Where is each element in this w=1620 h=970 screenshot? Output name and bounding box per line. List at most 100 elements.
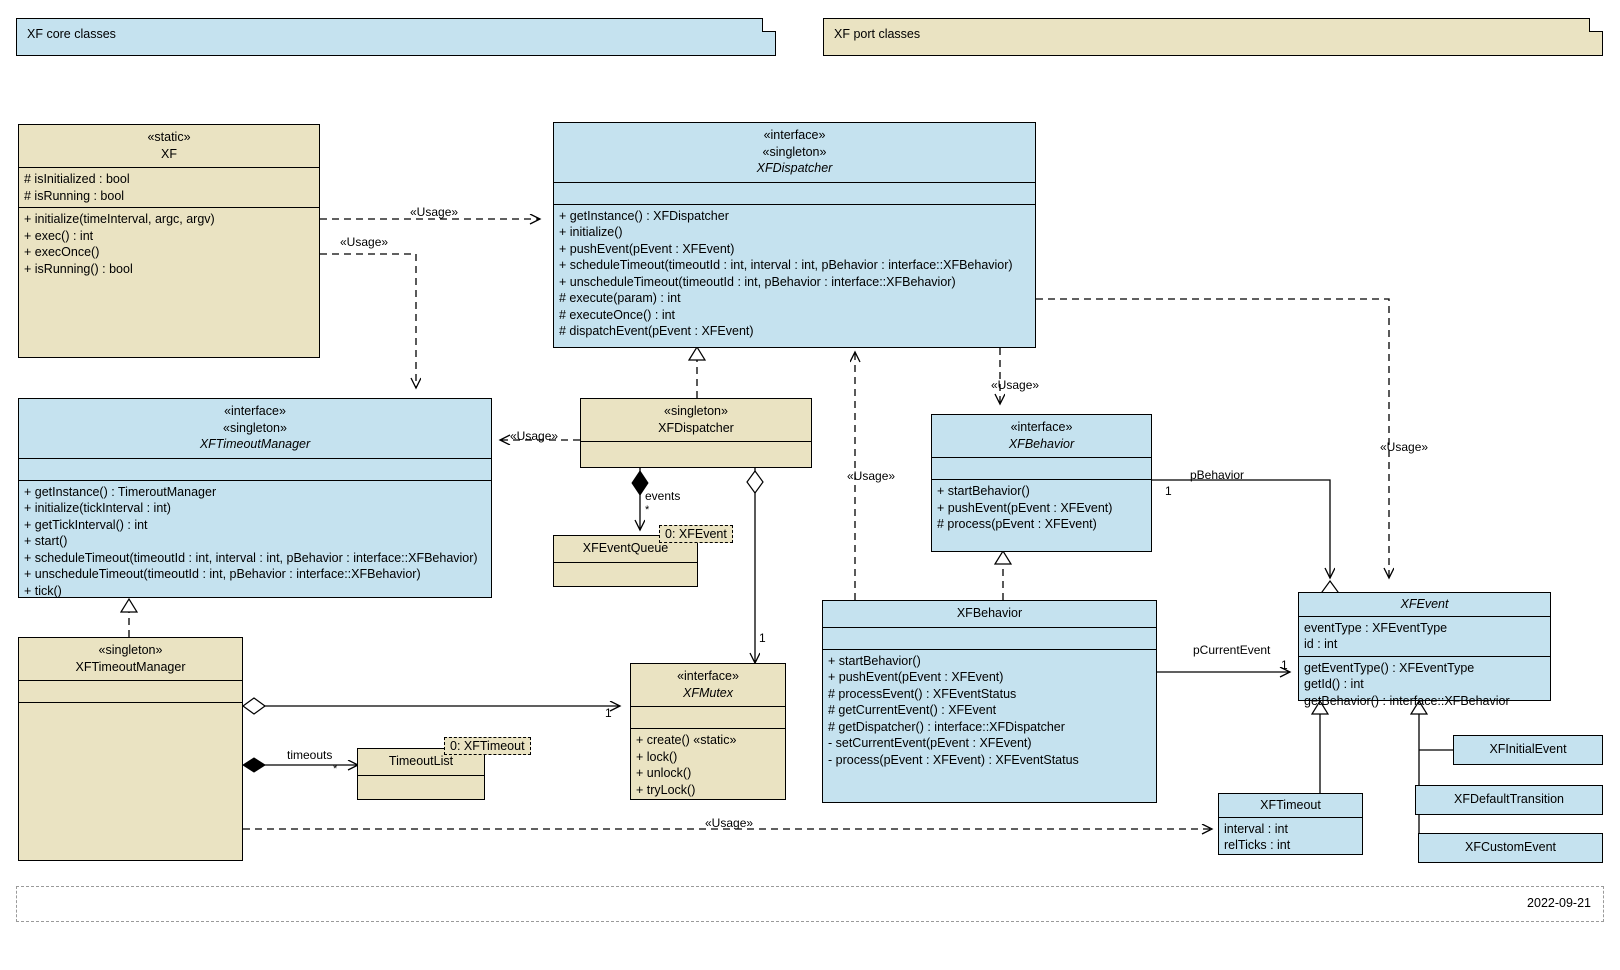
class-xfcustomevent-name: XFCustomEvent	[1464, 840, 1556, 854]
class-xfevent-name: XFEvent	[1400, 597, 1449, 611]
class-xftimeoutmanager-impl-attributes	[19, 681, 242, 703]
operation-row: - setCurrentEvent(pEvent : XFEvent)	[828, 736, 1032, 750]
operation-row: + unscheduleTimeout(timeoutId : int, pBe…	[24, 567, 421, 581]
operation-row: + pushEvent(pEvent : XFEvent)	[937, 500, 1113, 515]
attribute-row: # isRunning : bool	[24, 188, 125, 203]
edge-label-pcurrentevent-multiplicity: 1	[1281, 658, 1288, 672]
class-xfbehavior-interface-attributes	[932, 458, 1151, 480]
class-xf-operations: + initialize(timeInterval, argc, argv) +…	[19, 208, 319, 280]
class-xf[interactable]: «static» XF # isInitialized : bool # isR…	[18, 124, 320, 358]
operation-row: + startBehavior()	[937, 484, 1030, 498]
attribute-row: interval : int	[1224, 821, 1288, 836]
class-xfdispatcher-interface[interactable]: «interface» «singleton» XFDispatcher + g…	[553, 122, 1036, 348]
edge-label-events-multiplicity: *	[645, 504, 650, 516]
class-xftimeoutmanager-interface-attributes	[19, 459, 491, 481]
operation-row: + unlock()	[636, 766, 692, 780]
class-xfinitialevent-header: XFInitialEvent	[1454, 736, 1602, 763]
stereotype-interface: «interface»	[677, 669, 739, 683]
class-xfmutex-operations: + create() «static» + lock() + unlock() …	[631, 729, 785, 801]
class-xfevent[interactable]: XFEvent eventType : XFEventType id : int…	[1298, 592, 1551, 708]
operation-row: # process(pEvent : XFEvent)	[937, 517, 1097, 531]
class-xfdefaulttransition[interactable]: XFDefaultTransition	[1415, 785, 1603, 815]
class-xfinitialevent[interactable]: XFInitialEvent	[1453, 735, 1603, 765]
operation-row: + lock()	[636, 749, 678, 764]
operation-row: + getInstance() : TimeroutManager	[24, 484, 217, 499]
operation-row: + execOnce()	[24, 245, 100, 259]
stereotype-interface: «interface»	[1010, 420, 1073, 434]
stereotype-singleton: «singleton»	[762, 144, 827, 159]
class-xfevent-header: XFEvent	[1299, 593, 1550, 617]
class-xfinitialevent-name: XFInitialEvent	[1489, 742, 1567, 756]
class-xfdispatcher-impl-name: XFDispatcher	[658, 420, 734, 435]
class-xfevent-attributes: eventType : XFEventType id : int	[1299, 617, 1550, 657]
class-xfbehavior-interface-operations: + startBehavior() + pushEvent(pEvent : X…	[932, 480, 1151, 536]
class-xftimeout[interactable]: XFTimeout interval : int relTicks : int	[1218, 793, 1363, 855]
stereotype-singleton: «singleton»	[664, 404, 728, 418]
class-xf-header: «static» XF	[19, 125, 319, 168]
operation-row: + startBehavior()	[828, 653, 921, 668]
template-param-timeoutlist: 0: XFTimeout	[444, 737, 531, 755]
operation-row: + pushEvent(pEvent : XFEvent)	[828, 670, 1004, 684]
class-xfbehavior-interface[interactable]: «interface» XFBehavior + startBehavior()…	[931, 414, 1152, 552]
operation-row: getBehavior() : interface::XFBehavior	[1304, 693, 1510, 708]
class-xfmutex-attributes	[631, 707, 785, 729]
operation-row: + exec() : int	[24, 228, 94, 243]
edge-label-pbehavior-role: pBehavior	[1190, 468, 1245, 482]
attribute-row: relTicks : int	[1224, 838, 1291, 852]
operation-row: getId() : int	[1304, 677, 1364, 691]
class-xftimeoutmanager-interface-header: «interface» «singleton» XFTimeoutManager	[19, 399, 491, 459]
class-xfmutex-name: XFMutex	[682, 685, 733, 700]
operation-row: + tick()	[24, 583, 62, 598]
class-xfcustomevent-header: XFCustomEvent	[1419, 834, 1602, 861]
class-xfbehavior-impl-name: XFBehavior	[956, 606, 1023, 620]
operation-row: + unscheduleTimeout(timeoutId : int, pBe…	[559, 274, 956, 289]
attribute-row: eventType : XFEventType	[1304, 620, 1448, 635]
class-xfbehavior-interface-name: XFBehavior	[1008, 436, 1075, 451]
operation-row: # execute(param) : int	[559, 291, 681, 305]
attribute-row: # isInitialized : bool	[24, 172, 130, 186]
edge-label-pbehavior-multiplicity: 1	[1165, 484, 1172, 498]
class-xfmutex[interactable]: «interface» XFMutex + create() «static» …	[630, 663, 786, 800]
class-xftimeoutmanager-impl[interactable]: «singleton» XFTimeoutManager	[18, 637, 243, 861]
class-xftimeoutmanager-interface[interactable]: «interface» «singleton» XFTimeoutManager…	[18, 398, 492, 598]
note-port-label: XF port classes	[834, 27, 921, 41]
class-xfdispatcher-interface-name: XFDispatcher	[756, 161, 833, 175]
class-timeoutlist[interactable]: TimeoutList	[357, 748, 485, 800]
class-xftimeoutmanager-impl-name: XFTimeoutManager	[75, 659, 186, 674]
class-timeoutlist-header: TimeoutList	[358, 749, 484, 776]
operation-row: + scheduleTimeout(timeoutId : int, inter…	[24, 550, 478, 565]
edge-label-pcurrentevent-role: pCurrentEvent	[1193, 643, 1271, 657]
stereotype-singleton: «singleton»	[98, 643, 163, 657]
operation-row: # getDispatcher() : interface::XFDispatc…	[828, 719, 1065, 734]
edge-label-usage-dispatcher-event: «Usage»	[1380, 440, 1429, 454]
template-param-xfeventqueue: 0: XFEvent	[659, 525, 733, 543]
operation-row: - process(pEvent : XFEvent) : XFEventSta…	[828, 752, 1079, 767]
class-xfbehavior-impl-attributes	[823, 628, 1156, 650]
edge-label-usage-dispatcher-behavior: «Usage»	[991, 378, 1040, 392]
class-xfcustomevent[interactable]: XFCustomEvent	[1418, 833, 1603, 863]
edge-label-timeouts-multiplicity: *	[333, 763, 338, 775]
operation-row: getEventType() : XFEventType	[1304, 660, 1475, 675]
class-xfdefaulttransition-name: XFDefaultTransition	[1454, 792, 1564, 806]
operation-row: + getInstance() : XFDispatcher	[559, 208, 729, 223]
note-fold-corner-icon	[1589, 18, 1603, 32]
edge-label-timeouts-role: timeouts	[287, 748, 333, 762]
class-xftimeoutmanager-impl-header: «singleton» XFTimeoutManager	[19, 638, 242, 681]
class-xf-stereotype: «static»	[147, 130, 191, 144]
class-xftimeout-attributes: interval : int relTicks : int	[1219, 818, 1362, 857]
class-xfmutex-header: «interface» XFMutex	[631, 664, 785, 707]
operation-row: + pushEvent(pEvent : XFEvent)	[559, 241, 735, 256]
class-timeoutlist-attributes	[358, 776, 484, 798]
class-xfeventqueue-name: XFEventQueue	[582, 541, 669, 555]
operation-row: # getCurrentEvent() : XFEvent	[828, 703, 997, 717]
class-xfeventqueue[interactable]: XFEventQueue	[553, 535, 698, 587]
note-xf-core-classes: XF core classes	[16, 18, 776, 56]
class-xfeventqueue-attributes	[554, 563, 697, 585]
class-xfbehavior-impl[interactable]: XFBehavior + startBehavior() + pushEvent…	[822, 600, 1157, 803]
class-xftimeoutmanager-interface-name: XFTimeoutManager	[199, 437, 311, 451]
operation-row: + scheduleTimeout(timeoutId : int, inter…	[559, 258, 1013, 272]
class-timeoutlist-name: TimeoutList	[388, 754, 454, 768]
class-xfdispatcher-impl[interactable]: «singleton» XFDispatcher	[580, 398, 812, 468]
class-xfeventqueue-header: XFEventQueue	[554, 536, 697, 563]
note-xf-port-classes: XF port classes	[823, 18, 1603, 56]
